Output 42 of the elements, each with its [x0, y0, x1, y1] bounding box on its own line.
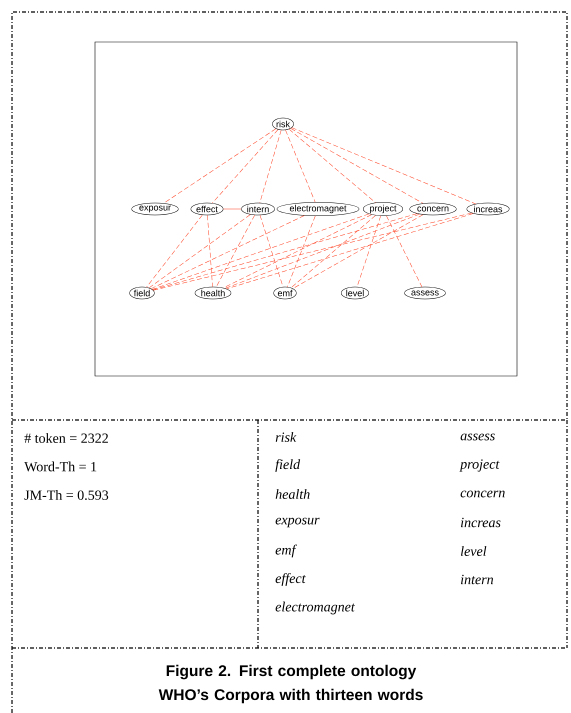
word-text: exposur — [276, 518, 320, 528]
word-text: project — [459, 459, 500, 472]
word-text: level — [460, 546, 486, 556]
connector-line — [216, 214, 255, 288]
connector-line — [224, 214, 420, 289]
connector-line — [148, 214, 251, 288]
word-text: intern — [461, 574, 494, 584]
connector-line — [356, 216, 381, 288]
connector-line — [288, 128, 376, 203]
connector-line — [223, 214, 372, 288]
connector-line — [292, 127, 476, 204]
connector-line — [290, 215, 376, 288]
connector-line — [386, 216, 422, 288]
connector-line — [152, 214, 370, 290]
connector-line — [153, 212, 472, 290]
connector-line — [223, 208, 242, 210]
connector-line — [287, 216, 316, 288]
connector-line — [146, 214, 203, 288]
connector-line — [260, 214, 284, 288]
connector-line — [290, 128, 424, 204]
word-text: concern — [460, 490, 505, 498]
connector-line — [292, 214, 424, 289]
word-text: assess — [460, 434, 495, 440]
connector-line — [226, 213, 474, 290]
word-text: field — [275, 459, 300, 472]
connector-line — [152, 213, 418, 290]
connector-line — [207, 215, 213, 287]
connector-line — [150, 215, 305, 289]
word-text: emf — [276, 544, 298, 558]
word-text: increas — [461, 518, 500, 528]
connector-line — [285, 130, 316, 202]
connector-line — [212, 129, 278, 204]
word-text: health — [276, 489, 310, 499]
caption: Figure 2. First complete ontology WHO’s Corpora with thirteen words — [158, 664, 423, 704]
word-text: effect — [276, 573, 306, 586]
word-text: risk — [276, 432, 296, 442]
statistic-text: JM-Th = 0.593 — [24, 490, 108, 500]
statistic-text: # token = 2322 — [24, 433, 108, 443]
word-text: electromagnet — [276, 602, 356, 614]
connector-line — [260, 130, 282, 204]
connector-line — [164, 128, 276, 204]
statistic-text: Word-Th = 1 — [24, 462, 96, 472]
